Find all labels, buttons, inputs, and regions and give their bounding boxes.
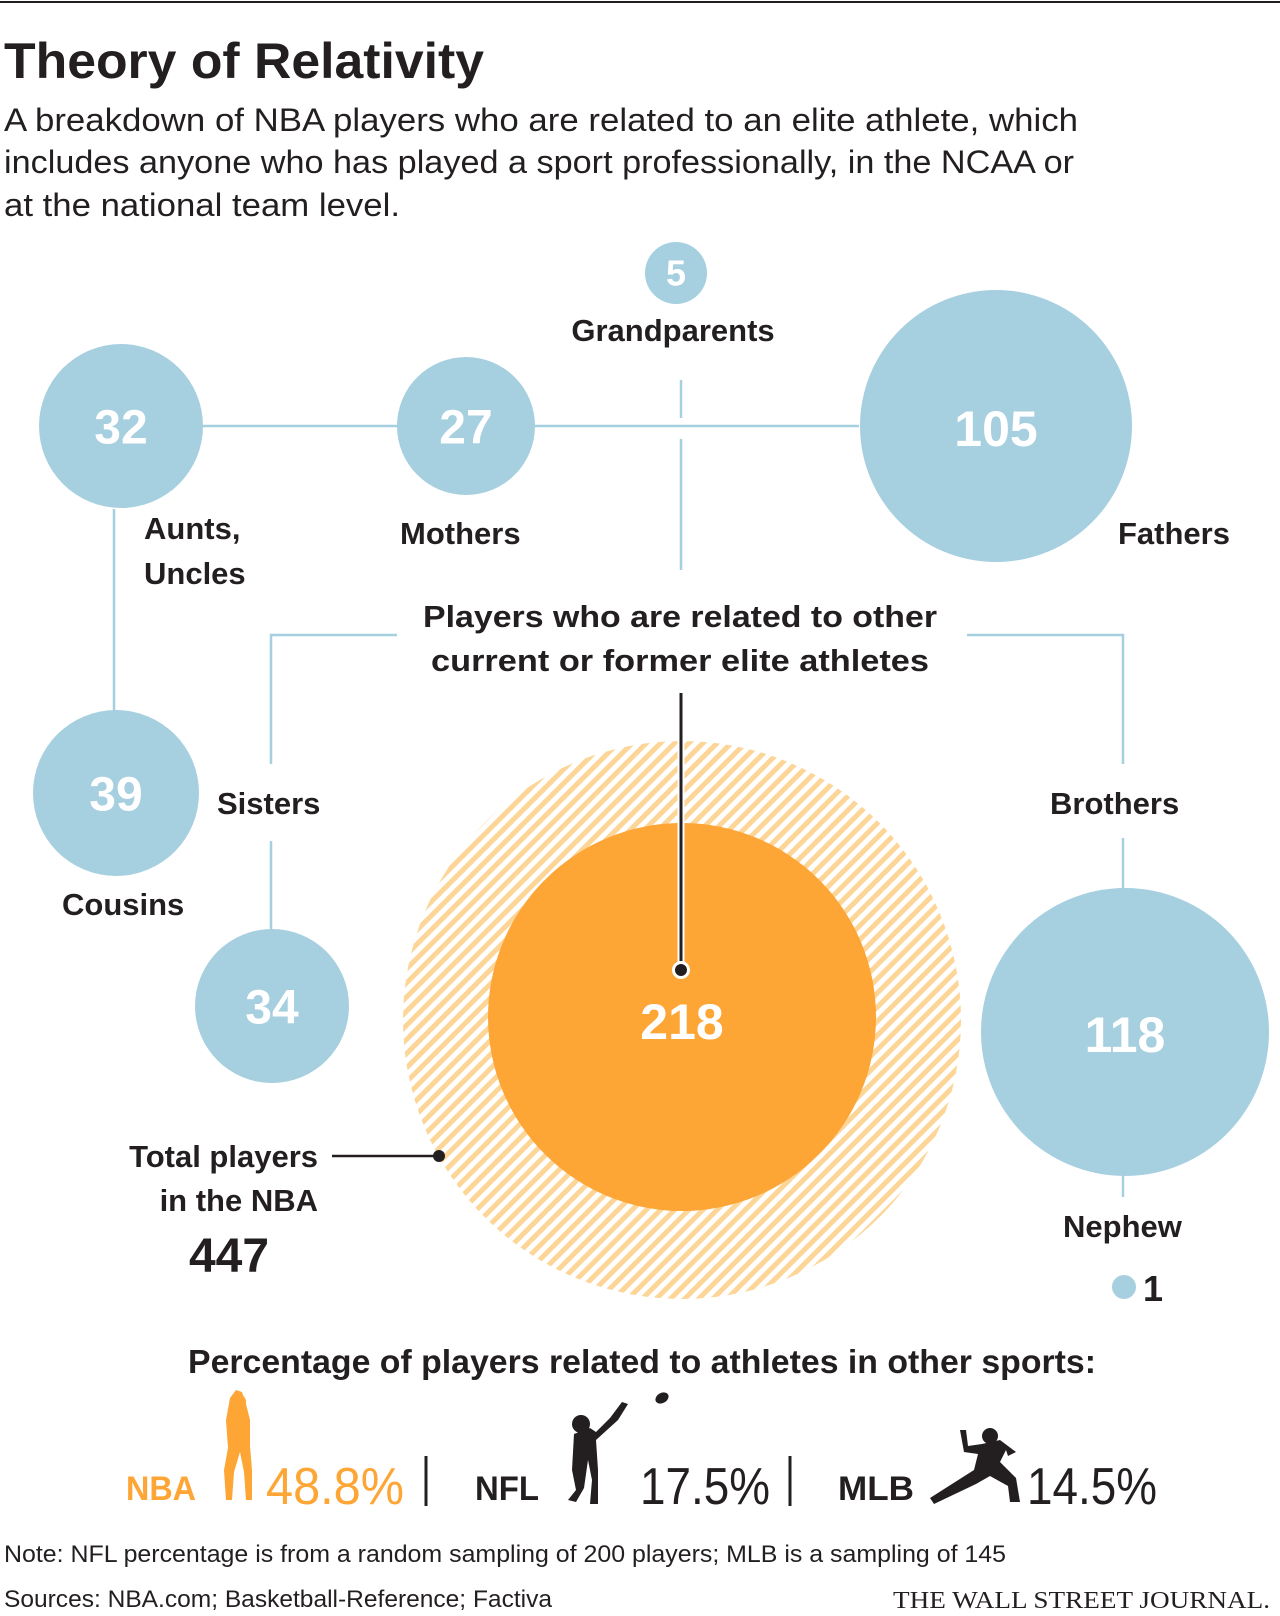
bubble-brothers: 118	[981, 888, 1269, 1176]
bubble-sisters: 34	[195, 929, 349, 1083]
related-players-value: 218	[640, 994, 723, 1050]
nfl-label: NFL	[475, 1470, 539, 1508]
mothers-value: 27	[439, 402, 492, 455]
fathers-value: 105	[954, 401, 1037, 457]
subtitle-line-3: at the national team level.	[4, 187, 400, 223]
footnote: Note: NFL percentage is from a random sa…	[4, 1541, 1006, 1568]
related-label-1: Players who are related to other	[423, 599, 937, 634]
total-players-value: 447	[189, 1230, 269, 1283]
bubble-mothers: 27	[397, 357, 535, 495]
fathers-label: Fathers	[1118, 516, 1230, 551]
brothers-value: 118	[1085, 1007, 1166, 1063]
cousins-label: Cousins	[62, 887, 184, 922]
bubble-aunts-uncles: 32	[39, 344, 203, 508]
basketball-player-icon	[224, 1390, 252, 1500]
grandparents-label: Grandparents	[571, 313, 774, 348]
brothers-label: Brothers	[1050, 786, 1179, 821]
page-title: Theory of Relativity	[4, 33, 484, 89]
nba-percent: 48.8%	[266, 1458, 404, 1516]
bubble-fathers: 105	[860, 290, 1132, 562]
connector-lines	[112, 380, 1125, 1197]
related-label-2: current or former elite athletes	[431, 643, 929, 678]
sisters-label: Sisters	[217, 786, 320, 821]
bubble-cousins: 39	[33, 710, 199, 876]
related-players-circle	[488, 823, 876, 1211]
cousins-value: 39	[89, 769, 142, 822]
nephew-value: 1	[1143, 1268, 1163, 1309]
aunts-uncles-label-1: Aunts,	[144, 511, 240, 546]
total-players-label-1: Total players	[129, 1139, 318, 1174]
sisters-value: 34	[245, 982, 299, 1035]
aunts-uncles-label-2: Uncles	[144, 556, 246, 591]
wsj-logo: THE WALL STREET JOURNAL.	[893, 1588, 1270, 1614]
mlb-percent: 14.5%	[1027, 1458, 1157, 1516]
mothers-label: Mothers	[400, 516, 521, 551]
aunts-uncles-value: 32	[94, 402, 147, 455]
baseball-pitcher-icon	[930, 1428, 1020, 1504]
total-pointer	[332, 1150, 445, 1162]
subtitle-line-2: includes anyone who has played a sport p…	[4, 144, 1074, 180]
sports-heading: Percentage of players related to athlete…	[188, 1343, 1096, 1380]
bubble-nephew	[1112, 1275, 1136, 1299]
nba-label: NBA	[126, 1470, 196, 1508]
nephew-label: Nephew	[1063, 1209, 1183, 1244]
grandparents-value: 5	[666, 253, 686, 294]
total-players-label-2: in the NBA	[160, 1183, 318, 1218]
football-player-icon	[568, 1392, 669, 1504]
nfl-percent: 17.5%	[640, 1458, 770, 1516]
subtitle-line-1: A breakdown of NBA players who are relat…	[4, 102, 1078, 138]
mlb-label: MLB	[838, 1470, 914, 1508]
sources: Sources: NBA.com; Basketball-Reference; …	[4, 1586, 553, 1613]
bubble-grandparents: 5	[645, 242, 707, 304]
related-pointer	[672, 693, 690, 979]
